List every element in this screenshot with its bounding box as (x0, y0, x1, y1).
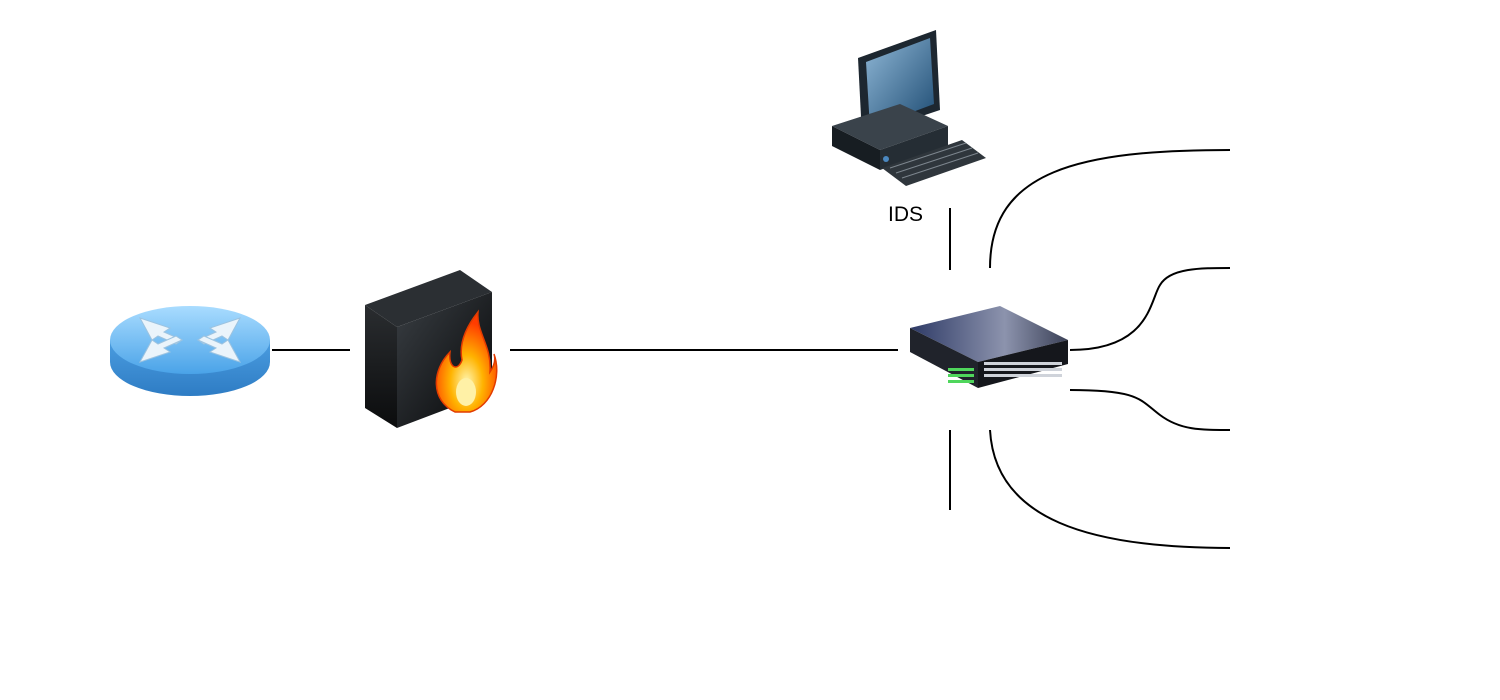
link-switch-rack-server-2 (1069, 389, 1231, 431)
link-switch-tower-server (989, 149, 1231, 269)
router-icon (110, 306, 270, 396)
ids-label: IDS (888, 203, 924, 226)
connections (272, 149, 1231, 549)
firewall-icon (365, 270, 498, 428)
desktop-computer-icon (832, 30, 986, 186)
link-switch-rack-server-1 (1069, 267, 1231, 351)
link-switch-rack-server-3 (989, 429, 1231, 549)
network-switch-icon (910, 306, 1068, 388)
